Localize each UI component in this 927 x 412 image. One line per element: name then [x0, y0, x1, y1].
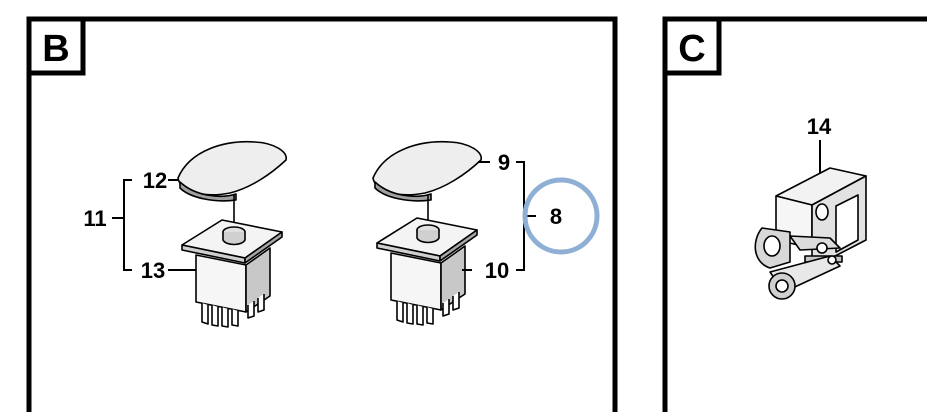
panel-c: C — [662, 16, 927, 412]
panel-b-letter: B — [42, 28, 69, 70]
switch-assembly-left — [177, 140, 287, 328]
callout-13: 13 — [141, 258, 165, 283]
callout-12: 12 — [143, 168, 167, 193]
callout-8: 8 — [550, 204, 562, 229]
callout-11: 11 — [83, 206, 106, 231]
callout-9: 9 — [498, 150, 510, 175]
panel-c-letter: C — [678, 28, 705, 70]
switch-assembly-right — [372, 140, 482, 326]
callout-10: 10 — [485, 258, 509, 283]
panel-b: B — [26, 16, 618, 412]
callouts-left — [112, 179, 196, 271]
callout-14: 14 — [807, 114, 832, 139]
highlight-circle — [522, 177, 600, 255]
bracket-part-14 — [754, 167, 867, 300]
